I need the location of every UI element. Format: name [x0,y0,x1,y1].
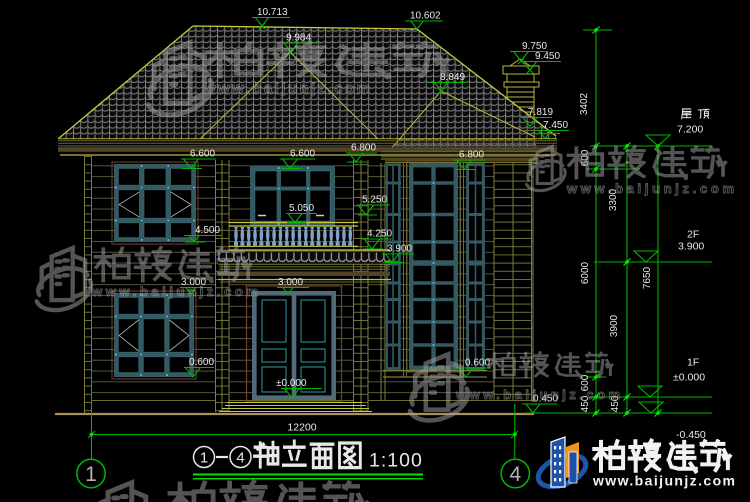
svg-text:0.450: 0.450 [533,394,558,405]
svg-text:6.600: 6.600 [190,149,215,160]
svg-text:5.050: 5.050 [289,203,314,214]
svg-text:9.984: 9.984 [286,33,311,44]
svg-text:7.450: 7.450 [543,120,568,131]
svg-text:450: 450 [610,395,621,412]
svg-text:6.800: 6.800 [459,150,484,161]
svg-text:450: 450 [580,395,591,412]
svg-text:www.baijunjz.com: www.baijunjz.com [203,80,372,97]
svg-text:3.900: 3.900 [678,241,704,253]
svg-text:9.750: 9.750 [522,41,547,52]
svg-text:4.250: 4.250 [367,229,392,240]
svg-text:6000: 6000 [580,261,591,284]
svg-text:0.600: 0.600 [465,358,490,369]
svg-text:1: 1 [85,463,97,486]
svg-text:6.600: 6.600 [290,149,315,160]
svg-text:10.602: 10.602 [410,11,441,22]
svg-text:9.450: 9.450 [535,51,560,62]
svg-text:0.600: 0.600 [189,357,214,368]
svg-text:4: 4 [509,463,521,486]
svg-text:4: 4 [236,450,244,467]
svg-text:-0.450: -0.450 [676,429,706,441]
svg-text:4.500: 4.500 [195,225,220,236]
svg-text:1:100: 1:100 [369,450,423,472]
svg-text:10.713: 10.713 [257,7,288,18]
svg-text:7.819: 7.819 [528,107,553,118]
svg-text:3.900: 3.900 [387,244,412,255]
svg-text:±0.000: ±0.000 [673,372,705,384]
svg-text:www.baijunjz.com: www.baijunjz.com [91,284,260,299]
svg-text:7650: 7650 [642,266,653,289]
svg-text:www.baijunjz.com: www.baijunjz.com [592,473,735,489]
svg-text:www.baijunjz.com: www.baijunjz.com [566,181,736,196]
svg-text:2F: 2F [687,229,699,241]
svg-text:12200: 12200 [287,422,316,434]
svg-text:600: 600 [580,374,591,391]
svg-text:8.849: 8.849 [440,72,465,83]
svg-text:3.000: 3.000 [278,277,303,288]
svg-text:www.baijunjz.com: www.baijunjz.com [455,387,622,402]
svg-text:5.250: 5.250 [362,195,387,206]
svg-text:3.000: 3.000 [181,277,206,288]
svg-text:3402: 3402 [579,92,590,115]
svg-text:6.800: 6.800 [351,143,376,154]
svg-text:1: 1 [200,450,208,467]
svg-text:±0.000: ±0.000 [276,378,307,389]
svg-text:3900: 3900 [609,314,620,337]
svg-text:3300: 3300 [608,188,619,211]
svg-text:1F: 1F [687,357,699,369]
svg-text:7.200: 7.200 [677,124,703,136]
